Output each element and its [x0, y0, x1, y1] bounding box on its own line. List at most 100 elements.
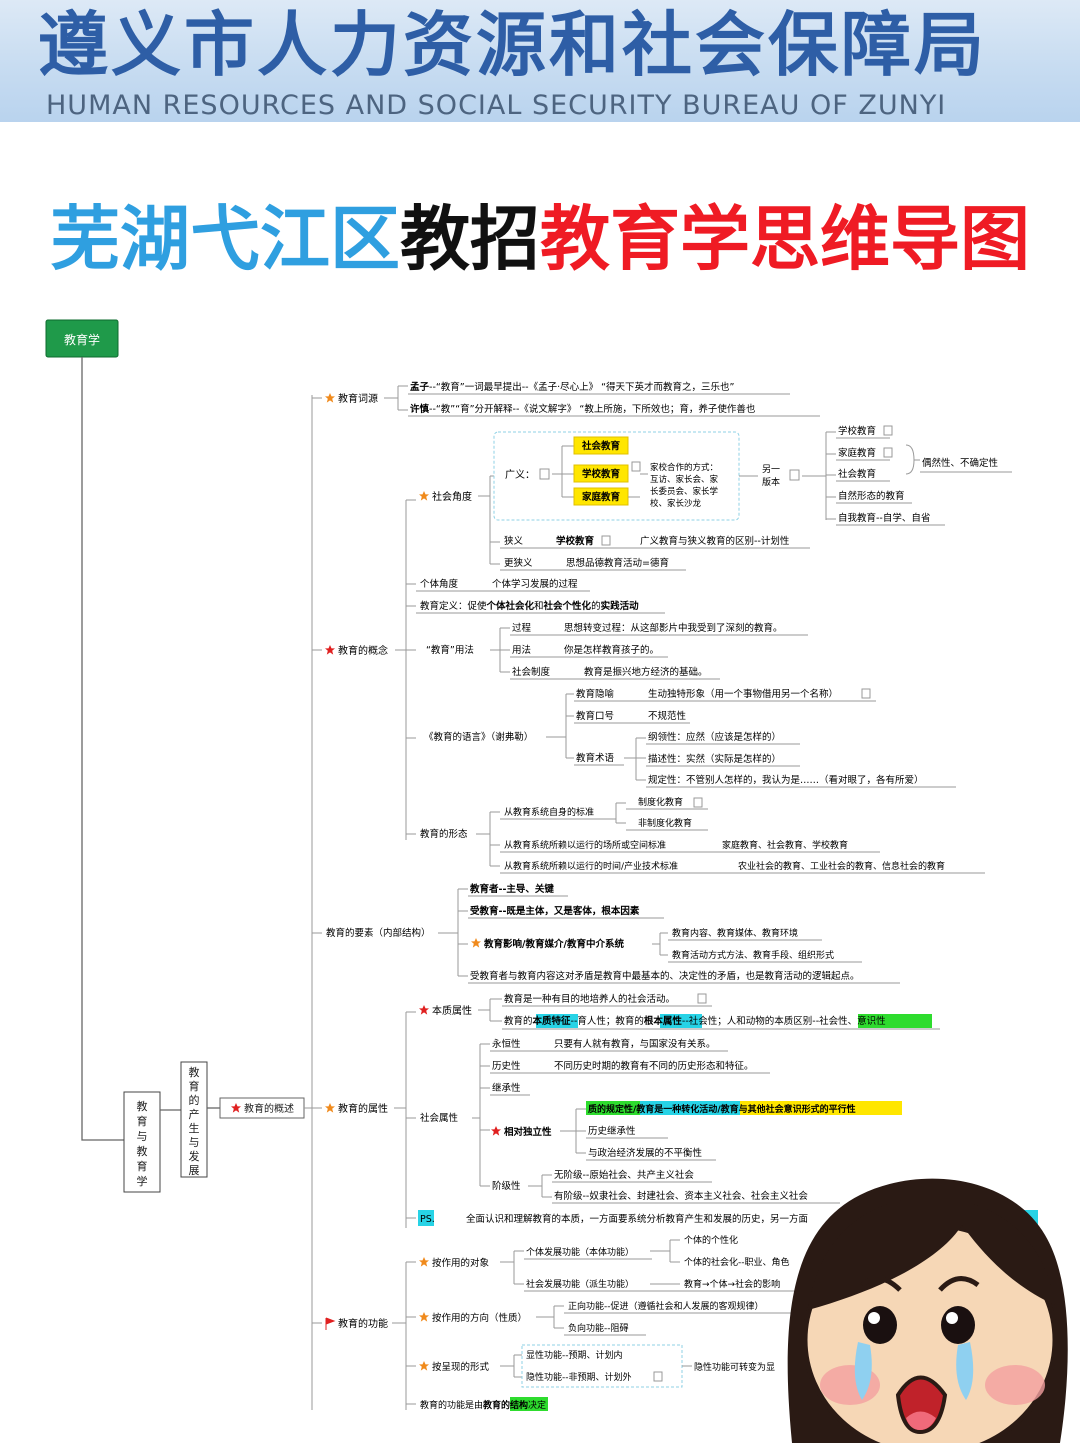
node-negative-function: 负向功能--阻碍 — [568, 1322, 629, 1334]
highlight-box — [858, 1014, 932, 1028]
star-icon — [491, 1126, 501, 1136]
node-narrow-diff: 广义教育与狭义教育的区别--计划性 — [640, 535, 790, 547]
node-social-function: 社会发展功能（派生功能） — [526, 1278, 634, 1290]
star-icon — [419, 1005, 429, 1015]
note-icon — [693, 797, 703, 808]
star-icon — [325, 645, 335, 655]
node-usage: “教育”用法 — [426, 644, 474, 656]
node-by-object: 按作用的对象 — [432, 1257, 490, 1269]
node-narrow-school: 学校教育 — [556, 535, 595, 547]
highlight-box — [573, 464, 629, 483]
node-term-descriptive: 描述性：实然（实际是怎样的） — [648, 753, 781, 765]
star-icon — [325, 1103, 335, 1113]
note-icon — [601, 535, 611, 546]
node-education-origin: 教育的产生与发展 — [189, 1066, 200, 1177]
node-conversion: 隐性功能可转变为显 — [694, 1361, 775, 1373]
node-metaphor: 教育隐喻 — [576, 688, 615, 700]
node-v-self: 自我教育--自学、自省 — [838, 512, 930, 524]
highlight-box — [740, 1101, 902, 1115]
node-historical-desc: 不同历史时期的教育有不同的历史形态和特征。 — [554, 1060, 754, 1072]
node-individual-function: 个体发展功能（本体功能） — [526, 1246, 634, 1258]
node-by-direction: 按作用的方向（性质） — [432, 1312, 527, 1324]
node-implicit-function: 隐性功能--非预期、计划外 — [526, 1371, 632, 1383]
broad-education-group — [493, 431, 740, 521]
node-form-place-values: 家庭教育、社会教育、学校教育 — [722, 839, 848, 851]
node-explicit-function: 显性功能--预期、计划内 — [526, 1349, 623, 1361]
node-family-edu: 家庭教育 — [582, 491, 621, 503]
node-usage-system: 社会制度 — [512, 666, 551, 678]
node-inheritance: 继承性 — [492, 1082, 521, 1094]
node-basic-contradiction: 受教育者与教育内容这对矛盾是教育中最基本的、决定性的矛盾，也是教育活动的逻辑起点… — [470, 970, 860, 982]
node-essence: 本质属性 — [432, 1004, 472, 1017]
node-individualization: 个体的个性化 — [684, 1234, 738, 1246]
headline-region: 芜湖弋江区 — [50, 198, 400, 280]
bureau-banner: 遵义市人力资源和社会保障局 HUMAN RESOURCES AND SOCIAL… — [0, 0, 1080, 122]
node-individual-process: 个体学习发展的过程 — [492, 578, 578, 590]
node-eternal: 永恒性 — [492, 1038, 521, 1050]
headline-exam: 教招 — [400, 198, 540, 280]
node-ps-note: 全面认识和理解教育的本质，一方面要系统分析教育产生和发展的历史，另一方面 — [466, 1213, 808, 1225]
node-box — [180, 1061, 208, 1178]
node-historical: 历史性 — [492, 1060, 521, 1072]
node-influence-content: 教育内容、教育媒体、教育环境 — [672, 927, 798, 939]
node-influence-methods: 教育活动方式方法、教育手段、组织形式 — [672, 949, 834, 961]
node-individual-angle: 个体角度 — [420, 578, 459, 590]
headline-topic: 教育学思维导图 — [540, 198, 1030, 280]
node-independence-3: 与政治经济发展的不平衡性 — [588, 1147, 703, 1159]
node-randomness: 偶然性、不确定性 — [922, 457, 999, 469]
node-social-angle: 社会角度 — [432, 490, 472, 503]
star-icon — [419, 1312, 429, 1322]
node-xushen: 许慎--“教”“育”分开解释--《说文解字》 “教上所施，下所效也；育，养子使作… — [410, 403, 756, 415]
node-metaphor-desc: 生动独特形象（用一个事物借用另一个名称） — [648, 688, 838, 700]
node-v-social: 社会教育 — [838, 468, 876, 480]
node-school-edu: 学校教育 — [582, 468, 621, 480]
star-icon — [419, 1361, 429, 1371]
node-term: 教育术语 — [576, 752, 615, 764]
node-term-programmatic: 纲领性：应然（应该是怎样的） — [648, 731, 781, 743]
node-socialization: 个体的社会化--职业、角色 — [684, 1256, 790, 1268]
highlight-box — [536, 1014, 578, 1028]
node-function-structure: 教育的功能是由教育的结构决定 — [420, 1399, 546, 1411]
node-class-society: 有阶级--奴隶社会、封建社会、资本主义社会、社会主义社会 — [554, 1190, 808, 1202]
node-relative-independence: 相对独立性 — [504, 1126, 552, 1138]
node-elements: 教育的要素（内部结构） — [326, 927, 431, 939]
node-v-family: 家庭教育 — [838, 447, 876, 459]
node-independence-2: 历史继承性 — [588, 1125, 636, 1137]
node-definition: 教育定义：促使个体社会化和社会个性化的实践活动 — [420, 600, 639, 612]
node-ps: PS. — [420, 1214, 435, 1225]
root-node: 教育学 — [64, 332, 100, 347]
node-language: 《教育的语言》（谢弗勒） — [424, 731, 533, 743]
node-educatee: 受教育--既是主体，又是客体，根本因素 — [470, 905, 640, 917]
node-attributes: 教育的属性 — [338, 1102, 388, 1115]
star-icon — [419, 491, 429, 501]
node-overview: 教育的概述 — [244, 1102, 294, 1115]
note-icon — [653, 1371, 663, 1382]
node-usage-method: 用法 — [512, 644, 531, 656]
crying-girl-sticker — [787, 1178, 1068, 1443]
node-broad: 广义： — [505, 469, 535, 481]
note-icon — [631, 461, 641, 472]
note-icon — [883, 447, 893, 458]
bureau-title: 遵义市人力资源和社会保障局 — [38, 4, 987, 86]
highlight-box — [660, 1014, 702, 1028]
node-another-version: 另一 版本 — [762, 464, 783, 488]
star-icon — [325, 393, 335, 403]
note-icon — [883, 425, 893, 436]
node-slogan-desc: 不规范性 — [648, 710, 687, 722]
node-box — [123, 1091, 161, 1193]
highlight-box — [640, 1101, 740, 1115]
star-icon — [471, 938, 481, 948]
node-concept: 教育的概念 — [338, 644, 388, 657]
highlight-box — [418, 1210, 434, 1226]
node-class: 阶级性 — [492, 1180, 521, 1192]
node-home-school-cooperation: 家校合作的方式： 互访、家长会、家 长委员会、家长学 校、家长沙龙 — [650, 462, 721, 509]
node-form-time-values: 农业社会的教育、工业社会的教育、信息社会的教育 — [738, 860, 945, 872]
mind-map: 教育学 教育与教育学 教育的产生与发展 教育的概述 教育词源 孟子--“教育”一… — [45, 319, 1068, 1443]
highlight-box — [586, 1101, 640, 1115]
flag-icon — [325, 1317, 336, 1330]
node-social-edu: 社会教育 — [581, 440, 621, 452]
node-social-influence: 教育→个体→社会的影响 — [684, 1278, 780, 1290]
node-non-institutional: 非制度化教育 — [638, 817, 692, 829]
note-icon — [539, 468, 550, 480]
node-slogan: 教育口号 — [576, 710, 614, 722]
